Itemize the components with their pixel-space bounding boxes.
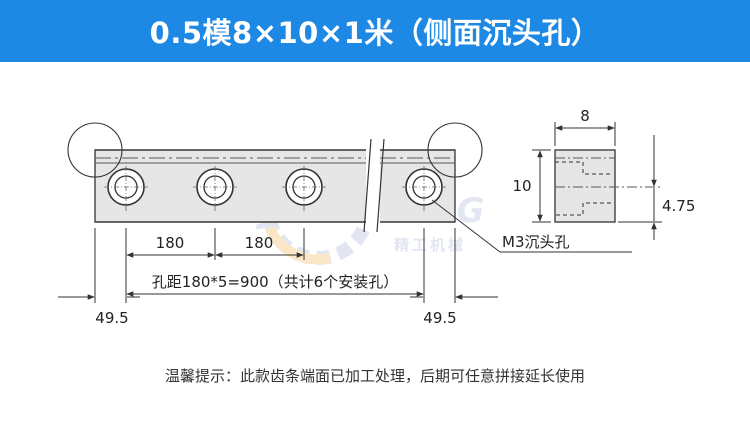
detail-circle-left [67,122,123,178]
side-profile [554,149,616,223]
side-height-dimension: 10 [512,177,531,195]
title-bar: 0.5模8×10×1米（侧面沉头孔） [0,0,750,62]
pitch-dimension: 180 [156,234,185,252]
hidden-counterbore [555,161,611,216]
pitch-dimension: 180 [245,234,274,252]
front-view: 180 180 孔距180*5=900（共计6个安装孔） 49.5 49.5 M… [58,122,632,327]
hole [104,166,148,212]
hole-leader [431,199,501,253]
hole [402,166,446,212]
hole [193,166,237,212]
detail-circle-right [427,122,483,178]
page-title: 0.5模8×10×1米（侧面沉头孔） [149,16,601,50]
side-view: 8 10 4.75 [512,107,695,240]
edge-dimension-left: 49.5 [95,309,128,327]
edge-dimension-right: 49.5 [423,309,456,327]
usage-note: 温馨提示：此款齿条端面已加工处理，后期可任意拼接延长使用 [164,367,585,385]
side-width-dimension: 8 [580,107,590,125]
hole-label: M3沉头孔 [502,233,570,251]
spacing-dimension: 孔距180*5=900（共计6个安装孔） [152,273,398,291]
watermark-subtext: 精工机械 [394,236,466,254]
hole [282,166,326,212]
rack-body [94,149,456,223]
hole-height-dimension: 4.75 [662,197,695,215]
technical-drawing: JINGGONG 精工机械 [58,107,695,327]
